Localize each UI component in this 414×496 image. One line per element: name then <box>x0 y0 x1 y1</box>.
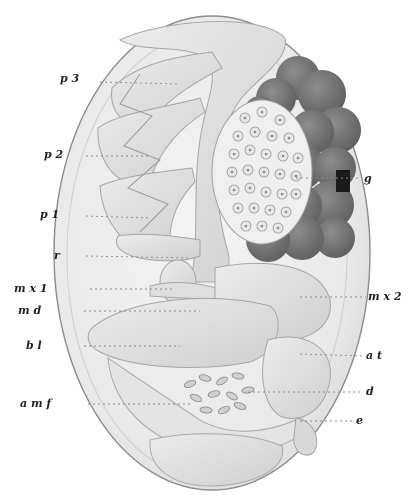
label-md: m d <box>18 304 41 317</box>
label-p2: p 2 <box>44 148 64 161</box>
label-p3: p 3 <box>60 72 80 85</box>
label-mx1: m x 1 <box>14 282 48 295</box>
label-mx2: m x 2 <box>368 290 402 303</box>
label-bl: b l <box>26 339 42 352</box>
label-at: a t <box>366 349 382 362</box>
label-p1: p 1 <box>40 208 59 221</box>
label-g: g <box>364 172 372 185</box>
label-d: d <box>366 385 374 398</box>
label-e: e <box>356 414 363 427</box>
label-amf: a m f <box>20 397 53 410</box>
